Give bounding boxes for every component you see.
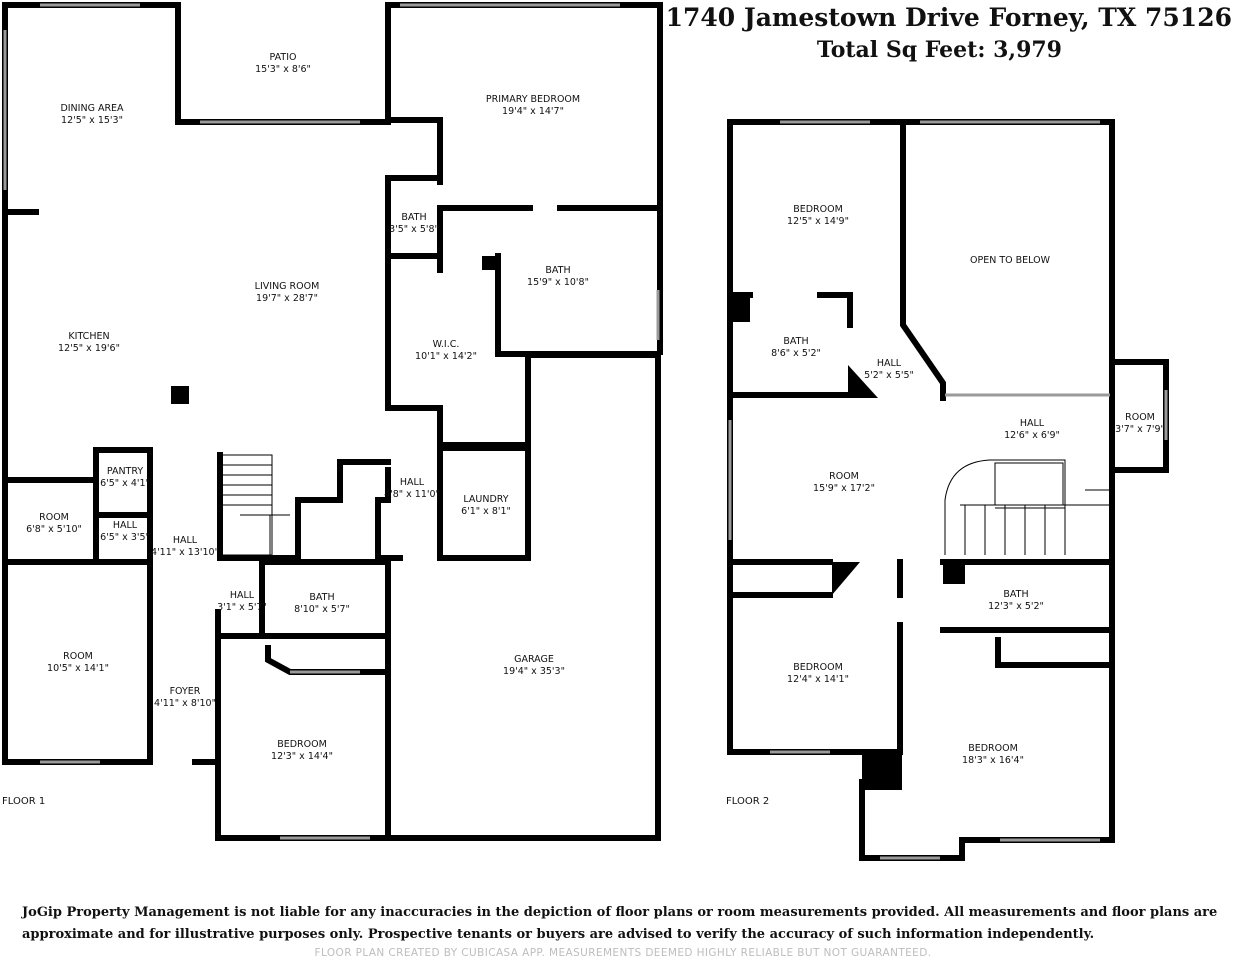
floor2-stairs [944, 459, 1110, 555]
disclaimer-text: JoGip Property Management is not liable … [22, 905, 1218, 942]
property-address: 1740 Jamestown Drive Forney, TX 75126 [665, 3, 1232, 32]
floor2-windows [728, 120, 1168, 860]
room-label-open-to-below: OPEN TO BELOW [970, 255, 1051, 266]
credit-text: FLOOR PLAN CREATED BY CUBICASA APP. MEAS… [314, 947, 932, 959]
floor1-walls [2, 2, 663, 841]
listing-title: 1740 Jamestown Drive Forney, TX 75126 To… [666, 2, 1232, 66]
floor1-label: FLOOR 1 [2, 796, 45, 807]
total-square-feet: Total Sq Feet: 3,979 [816, 37, 1062, 63]
floor1-stairs [221, 454, 290, 556]
floor1-columns [171, 256, 498, 404]
floor1-windows [3, 3, 660, 840]
room-label-wic: W.I.C.10'1" x 14'2" [415, 339, 477, 362]
floor2-label: FLOOR 2 [726, 796, 769, 807]
floor2-solid [730, 292, 965, 790]
